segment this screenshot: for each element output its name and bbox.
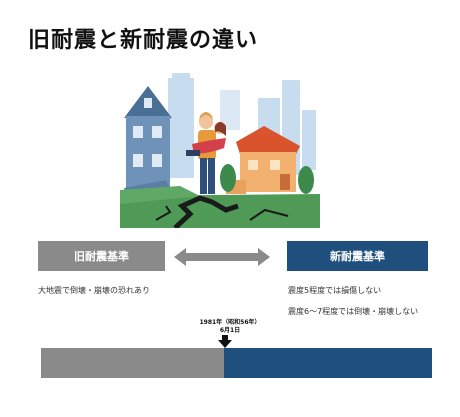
double-arrow-icon [174, 248, 270, 266]
earthquake-illustration [120, 73, 320, 228]
timeline-new-segment [224, 348, 432, 378]
timeline-old-segment [41, 348, 224, 378]
new-standard-description-1: 震度5程度では損傷しない [288, 286, 382, 295]
new-standard-label: 新耐震基準 [287, 241, 428, 271]
new-standard-description-2: 震度6〜7程度では倒壊・崩壊しない [288, 307, 419, 316]
timeline-marker-label: 1981年（昭和56年） 6月1日 [190, 319, 270, 335]
old-standard-label: 旧耐震基準 [38, 241, 165, 271]
marker-date-year: 1981年（昭和56年） [199, 319, 261, 326]
timeline-bar [41, 348, 432, 378]
marker-date-day: 6月1日 [219, 327, 241, 334]
old-standard-description: 大地震で倒壊・崩壊の恐れあり [38, 286, 150, 295]
down-arrow-icon [218, 335, 232, 348]
page-title: 旧耐震と新耐震の違い [28, 28, 259, 53]
